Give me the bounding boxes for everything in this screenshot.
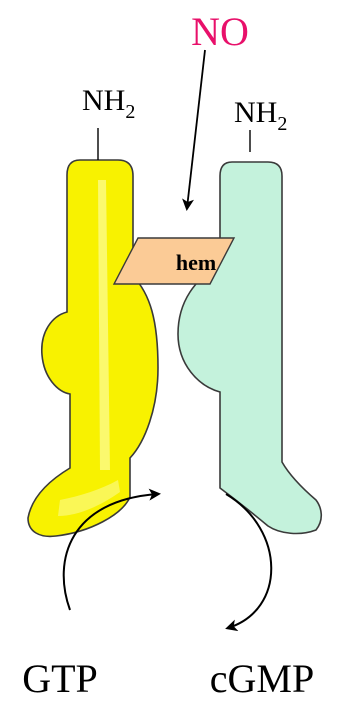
nh2-label-left: NH2 (82, 84, 135, 123)
nh2-label-right: NH2 (234, 96, 287, 135)
left-subunit (28, 160, 158, 536)
hem-label: hem (176, 250, 216, 275)
right-subunit (178, 162, 321, 533)
cgmp-label: cGMP (210, 656, 314, 701)
arrow-down-icon (187, 50, 205, 208)
gtp-label: GTP (22, 656, 98, 701)
no-label: NO (191, 9, 249, 54)
